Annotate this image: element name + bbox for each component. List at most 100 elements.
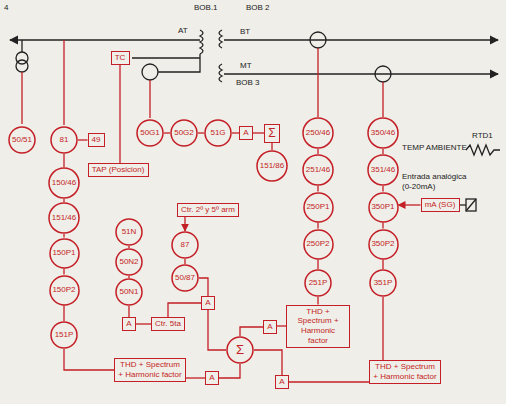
connector — [317, 260, 318, 270]
function-box: A — [263, 320, 277, 334]
circle-outline — [368, 118, 398, 148]
circle-outline — [303, 155, 333, 185]
function-box: THD + Spectrum + Harmonic factor — [114, 358, 186, 382]
node-text: Ctr. 2º y 5º arm — [181, 205, 235, 215]
connector — [63, 234, 64, 238]
function-box: Ctr. 2º y 5º arm — [177, 203, 239, 217]
connector — [168, 303, 201, 317]
connector — [271, 143, 272, 151]
relay-circle: 150P2 — [49, 275, 80, 306]
node-text: A — [209, 373, 214, 383]
connector — [164, 132, 170, 133]
node-text: 350/46 — [371, 128, 395, 138]
function-box: A — [275, 375, 289, 389]
connector — [382, 297, 383, 360]
relay-circle: 50G2 — [170, 119, 198, 147]
node-text: THD + Spectrum + Harmonic factor — [290, 307, 346, 345]
circle-outline — [304, 230, 333, 259]
node-text: 51G — [210, 128, 225, 138]
connector — [317, 186, 318, 192]
label-text: BT — [240, 27, 250, 37]
circle-outline — [370, 270, 396, 296]
function-box: A — [205, 371, 219, 385]
circle-outline — [369, 193, 398, 222]
connector — [382, 149, 383, 154]
label-text: MT — [240, 61, 252, 71]
circle-outline — [304, 193, 333, 222]
node-text: 50G1 — [140, 128, 160, 138]
power-wires — [10, 30, 500, 211]
node-text: THD + Spectrum + Harmonic factor — [118, 360, 182, 379]
relay-circle: 150/46 — [48, 167, 80, 199]
relay-circle: Σ — [226, 336, 254, 364]
connector — [63, 154, 64, 167]
connector — [232, 132, 239, 133]
function-box: Ctr. 5ta — [151, 317, 185, 331]
connector — [317, 223, 318, 229]
circle-outline — [116, 279, 142, 305]
connector — [382, 260, 383, 270]
node-text: 251/46 — [306, 165, 330, 175]
node-text: THD + Spectrum + Harmonic factor — [373, 362, 437, 381]
function-box: A — [122, 317, 136, 331]
function-box: mA (SG) — [421, 198, 460, 212]
connector — [119, 65, 120, 163]
node-text: 251P — [309, 278, 328, 288]
node-text: 151/86 — [260, 161, 284, 171]
label-text: TEMP AMBIENTE — [402, 143, 467, 153]
circle-outline — [51, 127, 77, 153]
relay-circle: 50N2 — [115, 248, 143, 276]
circle-outline — [9, 127, 35, 153]
circle-outline — [368, 155, 398, 185]
relay-circle: 251/46 — [302, 154, 334, 186]
node-text: 50/87 — [175, 273, 195, 283]
relay-circle: 51N — [115, 218, 143, 246]
relay-circle: 150P1 — [49, 238, 80, 269]
connector — [289, 381, 369, 382]
connector — [186, 377, 205, 378]
connector — [63, 199, 64, 202]
function-box: THD + Spectrum + Harmonic factor — [286, 305, 350, 348]
connector — [254, 350, 282, 375]
connector — [399, 204, 421, 205]
node-text: Σ — [236, 342, 244, 358]
label-text: BOB.1 — [194, 3, 218, 13]
node-text: 87 — [181, 240, 190, 250]
relay-circle: 50/51 — [8, 126, 36, 154]
circle-outline — [116, 219, 142, 245]
relay-circle: 50G1 — [136, 119, 164, 147]
node-text: 50/51 — [12, 135, 32, 145]
connector — [63, 306, 64, 322]
connector — [64, 349, 114, 370]
label-text: BOB 2 — [246, 3, 270, 13]
connector — [136, 323, 151, 324]
connector — [184, 217, 185, 231]
relay-circle: 250/46 — [302, 117, 334, 149]
label-text: AT — [178, 26, 188, 36]
circle-outline — [369, 230, 398, 259]
relay-circle: 351P — [369, 269, 397, 297]
node-text: 50N1 — [119, 287, 138, 297]
circle-outline — [305, 270, 331, 296]
label-text: 4 — [4, 3, 8, 13]
node-text: A — [279, 377, 284, 387]
relay-circle: 151P — [50, 321, 78, 349]
connector — [240, 327, 263, 336]
node-text: 150P1 — [52, 248, 75, 258]
node-text: A — [126, 319, 131, 329]
function-box: Σ — [264, 124, 280, 143]
circle-outline — [116, 249, 142, 275]
relay-circle: 51G — [204, 119, 232, 147]
connector — [208, 310, 226, 350]
node-text: 250P2 — [306, 239, 329, 249]
connector — [128, 246, 129, 248]
function-box: THD + Spectrum + Harmonic factor — [369, 360, 441, 384]
function-box: A — [239, 126, 253, 140]
connector — [317, 149, 318, 154]
node-text: 150P2 — [52, 285, 75, 295]
circle-outline — [50, 239, 79, 268]
connector — [198, 132, 204, 133]
relay-circle: 350/46 — [367, 117, 399, 149]
node-text: mA (SG) — [425, 200, 456, 210]
circle-outline — [227, 337, 253, 363]
